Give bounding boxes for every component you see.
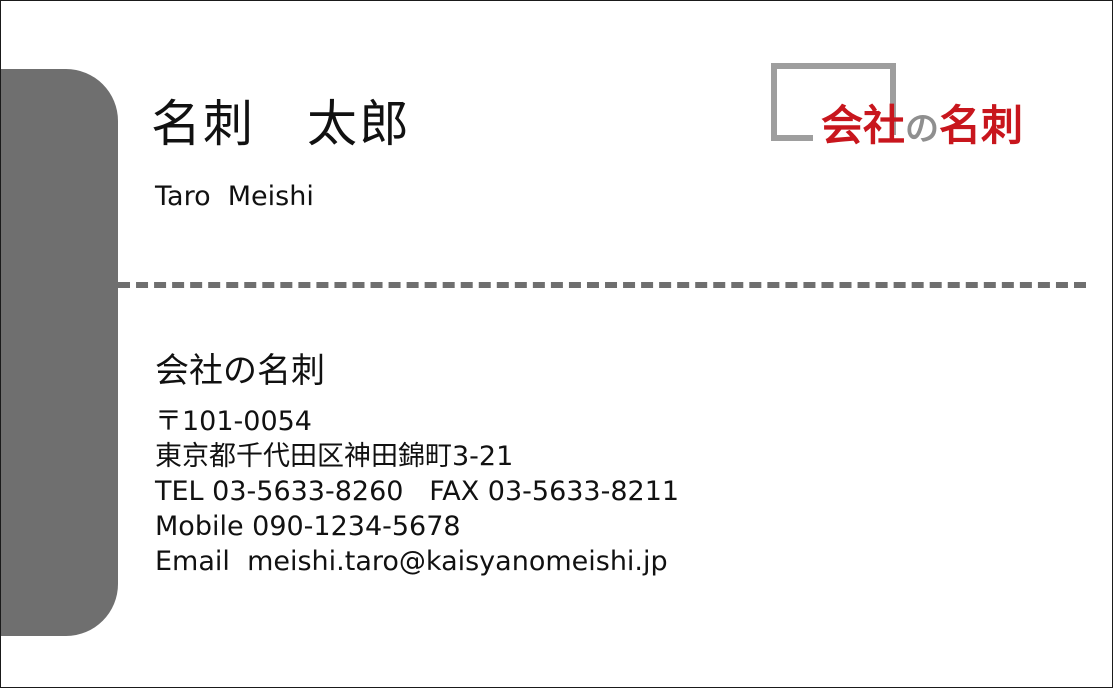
- mobile-number: Mobile 090-1234-5678: [155, 511, 461, 542]
- logo-frame-bottom: [771, 135, 813, 141]
- logo-text-part1: 会社: [821, 101, 906, 150]
- contact-info: 〒101-0054 東京都千代田区神田錦町3-21 TEL 03-5633-82…: [155, 404, 679, 579]
- person-name-romaji: Taro Meishi: [155, 181, 314, 212]
- logo-text: 会社の名刺: [821, 105, 1023, 147]
- company-name: 会社の名刺: [155, 351, 325, 391]
- tel-fax: TEL 03-5633-8260 FAX 03-5633-8211: [155, 476, 680, 507]
- postal-code: 〒101-0054: [155, 406, 312, 437]
- logo-text-part2: の: [905, 109, 940, 149]
- side-accent-bar: [1, 69, 118, 636]
- logo-frame: [771, 63, 896, 135]
- company-logo: 会社の名刺: [771, 63, 1071, 163]
- dashed-divider: [118, 282, 1086, 288]
- email-address: Email meishi.taro@kaisyanomeishi.jp: [155, 546, 668, 577]
- person-name-japanese: 名刺 太郎: [151, 95, 411, 153]
- address: 東京都千代田区神田錦町3-21: [155, 441, 514, 472]
- logo-text-part3: 名刺: [939, 101, 1024, 150]
